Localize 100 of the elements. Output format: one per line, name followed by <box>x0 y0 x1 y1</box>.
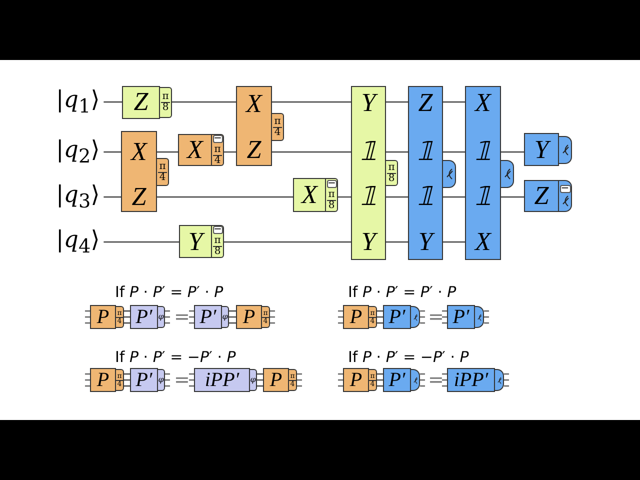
fraction-denominator: 4 <box>158 172 167 182</box>
fraction-numerator: π <box>159 162 166 172</box>
fraction-denominator: 4 <box>213 154 222 166</box>
gate-box <box>178 134 212 166</box>
qubit-wire <box>224 241 351 243</box>
gate-label: Y <box>418 229 433 255</box>
qubit-wire <box>104 101 122 103</box>
phase-symbol: φ <box>158 376 164 384</box>
condition-text: If P · P′ = P′ · P <box>115 285 224 300</box>
gate-box <box>343 305 369 329</box>
gate-label: Y <box>361 90 376 116</box>
gate-label: P′ <box>388 307 406 327</box>
gate-label: 𝟙 <box>417 184 434 210</box>
gate-label: P <box>242 307 256 327</box>
fraction-denominator: 8 <box>161 102 170 113</box>
gate-label: P <box>96 307 110 327</box>
gate-label: P <box>270 370 282 390</box>
minus-sign: − <box>326 180 336 188</box>
gate-box <box>121 131 157 212</box>
gate-box <box>465 86 501 260</box>
minus-sign: − <box>212 134 222 142</box>
gate-label: X <box>475 90 491 116</box>
qubit-wire <box>104 241 179 243</box>
equals-sign: = <box>174 308 190 327</box>
condition-text: If P · P′ = −P′ · P <box>115 350 236 365</box>
fraction-denominator: 8 <box>387 172 396 184</box>
gate-box <box>194 305 222 329</box>
fraction-numerator: π <box>214 144 221 154</box>
qubit-wire <box>386 196 408 198</box>
gate-label: P′ <box>136 370 152 390</box>
gate-box <box>90 368 116 392</box>
qubit-wire <box>443 196 465 198</box>
gate-label: Z <box>418 90 433 116</box>
gate-label: P <box>350 370 362 390</box>
qubit-wire <box>501 151 524 153</box>
gate-label: 𝟙 <box>474 184 492 210</box>
gate-box <box>236 86 272 166</box>
phase-symbol: φ <box>222 313 228 321</box>
gate-label: Y <box>188 229 203 255</box>
gate-label: X <box>246 91 262 117</box>
qubit-wire <box>104 196 121 198</box>
gate-box <box>263 368 289 392</box>
gate-label: 𝟙 <box>360 184 377 210</box>
fraction-numerator: π <box>388 162 395 172</box>
gate-box <box>524 133 559 166</box>
qubit-wire <box>272 151 351 153</box>
fraction-numerator: π <box>162 92 169 102</box>
gate-box <box>130 368 158 392</box>
qubit-wire <box>272 101 351 103</box>
gate-label: Y <box>361 229 376 255</box>
condition-text: If P · P′ = −P′ · P <box>348 350 469 365</box>
gate-label: X <box>131 139 147 165</box>
qubit-wire <box>501 196 524 198</box>
gate-label: X <box>475 229 491 255</box>
gate-box <box>293 178 326 212</box>
gate-label: X <box>187 137 203 163</box>
gate-label: Z <box>134 89 148 115</box>
fraction-denominator: 8 <box>327 200 336 210</box>
gate-label: iPP′ <box>204 370 240 390</box>
qubit-wire <box>104 151 121 153</box>
gate-box <box>179 225 212 258</box>
qubit-wire <box>443 241 465 243</box>
gate-box <box>351 86 386 260</box>
gate-box <box>130 305 158 329</box>
gate-label: P′ <box>136 307 152 327</box>
gate-box <box>236 305 262 329</box>
gate-box <box>194 368 250 392</box>
gate-label: X <box>302 182 318 208</box>
gate-label: iPP′ <box>454 370 488 390</box>
gate-label: P′ <box>388 370 406 390</box>
gate-label: Z <box>132 184 146 210</box>
fraction-numerator: π <box>274 116 281 126</box>
gate-label: P′ <box>200 307 216 327</box>
gate-label: Y <box>534 137 549 163</box>
gate-label: 𝟙 <box>360 139 377 165</box>
gate-label: 𝟙 <box>417 139 434 165</box>
qubit-wire <box>386 241 408 243</box>
gate-box <box>524 180 559 212</box>
fraction-numerator: π <box>214 236 221 246</box>
qubit-wire <box>338 196 351 198</box>
fraction-numerator: π <box>328 190 335 200</box>
gate-label: Z <box>246 137 262 163</box>
minus-sign: − <box>560 185 570 193</box>
gate-label: P <box>350 307 362 327</box>
minus-sign: − <box>212 226 222 234</box>
equals-sign: = <box>428 308 444 327</box>
gate-box <box>383 305 411 329</box>
phase-symbol: φ <box>158 313 164 321</box>
qubit-wire <box>443 151 465 153</box>
qubit-wire <box>443 101 465 103</box>
phase-symbol: φ <box>250 376 256 384</box>
gate-label: P′ <box>452 307 470 327</box>
gate-box <box>122 86 160 119</box>
equals-sign: = <box>174 371 190 390</box>
fraction-denominator: 4 <box>273 126 282 138</box>
gate-label: Z <box>534 183 549 209</box>
qubit-label: |q$_{4}$⟩ <box>56 229 100 256</box>
gate-box <box>343 368 369 392</box>
gate-box <box>447 305 475 329</box>
qubit-wire <box>157 196 293 198</box>
